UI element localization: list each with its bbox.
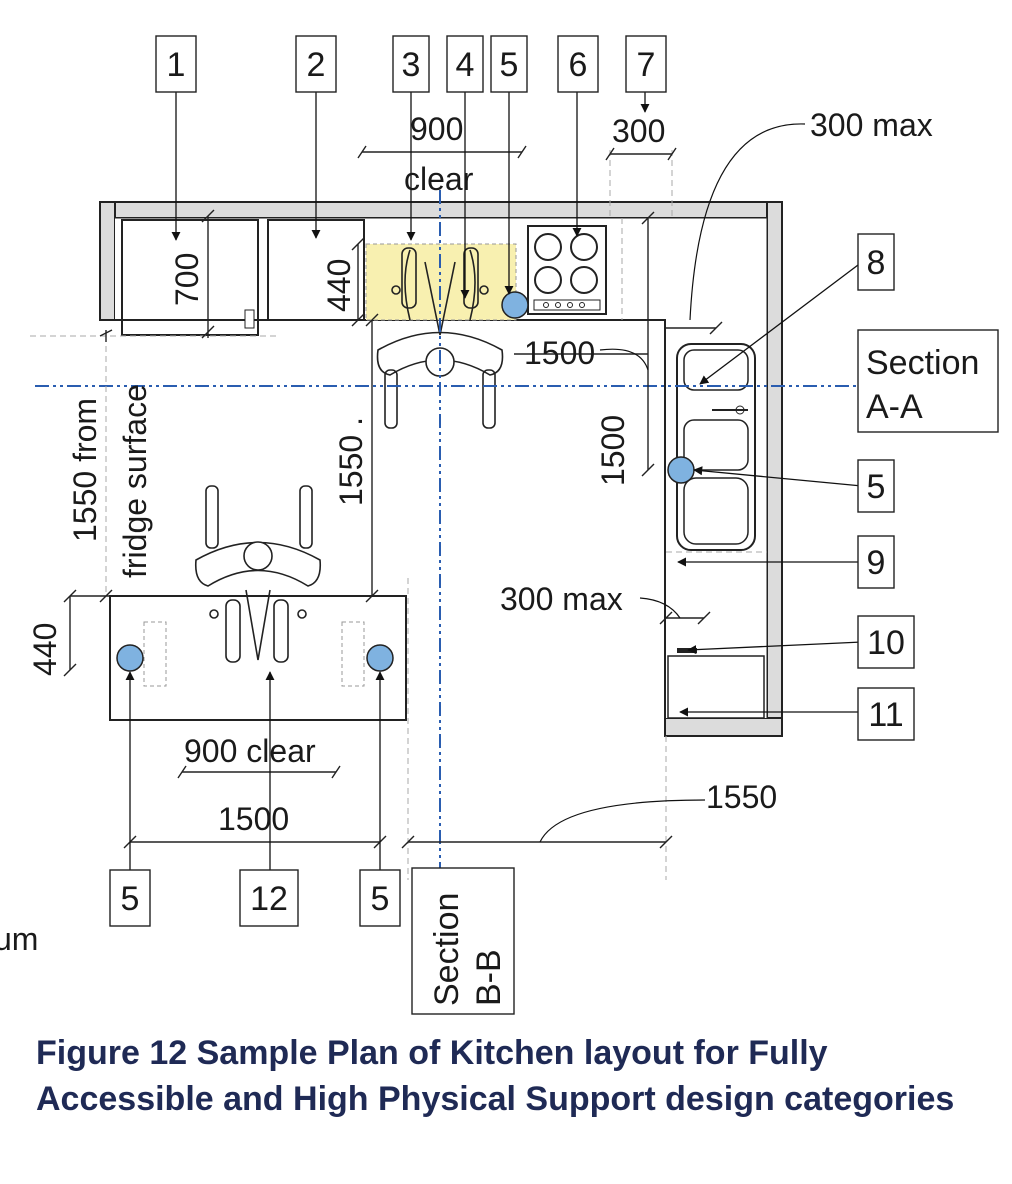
callout-6: 6 xyxy=(569,46,588,84)
callout-9: 9 xyxy=(867,544,886,582)
dim-clear-top: clear xyxy=(404,161,474,197)
dim-1500-vertical: 1500 xyxy=(595,415,631,486)
dim-1550-bottom: 1550 xyxy=(706,779,777,815)
callout-12: 12 xyxy=(250,880,288,918)
wheelchair-icon xyxy=(194,485,322,663)
callout-1: 1 xyxy=(167,46,186,84)
tap-marker xyxy=(667,456,695,484)
callout-5-bottom-right: 5 xyxy=(371,880,390,918)
callout-3: 3 xyxy=(402,46,421,84)
cooktop xyxy=(527,225,607,315)
dim-300-max-middle: 300 max xyxy=(500,581,623,617)
sink xyxy=(676,343,756,551)
callout-4: 4 xyxy=(456,46,475,84)
dishwasher xyxy=(667,655,765,719)
dim-900-clear-bottom: 900 clear xyxy=(184,733,316,769)
dim-fridge-surface: fridge surface xyxy=(117,384,153,578)
kitchen-plan-drawing: 1 2 3 4 5 6 7 8 5 9 10 11 5 12 5 Section… xyxy=(0,35,999,1015)
callout-11: 11 xyxy=(868,696,903,734)
callout-5-right: 5 xyxy=(867,468,886,506)
dim-440-top: 440 xyxy=(321,259,357,312)
section-a-a-label: A-A xyxy=(866,388,923,426)
tap-marker xyxy=(116,644,144,672)
dim-440-left: 440 xyxy=(27,623,63,676)
tap-marker xyxy=(366,644,394,672)
dim-1550-from-fridge: 1550 from xyxy=(67,398,103,542)
section-b-b-label: B-B xyxy=(470,949,508,1006)
section-a-a-label: Section xyxy=(866,344,979,382)
dim-300-max-top: 300 max xyxy=(810,107,933,143)
fridge xyxy=(121,219,259,336)
tap-marker xyxy=(501,291,529,319)
figure-caption: Figure 12 Sample Plan of Kitchen layout … xyxy=(36,1034,955,1118)
cropped-text-fragment: um xyxy=(0,921,38,957)
callout-5-bottom-left: 5 xyxy=(121,880,140,918)
wall-right xyxy=(766,201,783,737)
dim-1550-middle: 1550 . xyxy=(333,417,369,506)
section-b-b-label: Section xyxy=(428,893,466,1006)
dim-1500-horizontal: 1500 xyxy=(524,335,595,371)
callout-5-top: 5 xyxy=(500,46,519,84)
callout-8: 8 xyxy=(867,244,886,282)
dim-700: 700 xyxy=(169,253,205,306)
wall-left xyxy=(99,201,116,321)
dim-1500-bottom: 1500 xyxy=(218,801,289,837)
callout-2: 2 xyxy=(307,46,326,84)
callout-7: 7 xyxy=(637,46,656,84)
wall-bottom-right xyxy=(664,717,783,737)
wall-oven xyxy=(267,219,365,321)
dim-900-top: 900 xyxy=(410,111,463,147)
dim-300-top: 300 xyxy=(612,113,665,149)
power-outlet xyxy=(677,648,697,653)
callout-10: 10 xyxy=(867,624,905,662)
